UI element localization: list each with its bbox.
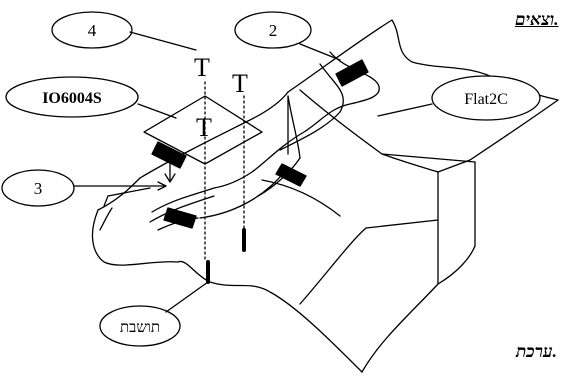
callout-2: 2: [234, 11, 341, 61]
callout-3: 3: [1, 169, 167, 207]
callout-2-label: 2: [269, 21, 278, 40]
callout-4: 4: [51, 11, 197, 51]
callout-flat2c: Flat2C: [377, 75, 541, 121]
callout-flat-label: Flat2C: [464, 91, 508, 108]
callout-base: תושבת: [99, 281, 209, 347]
surface-outline: [91, 19, 559, 373]
callout-3-label: 3: [34, 179, 43, 198]
callout-4-label: 4: [88, 21, 97, 40]
base-pins: [206, 228, 246, 284]
svg-text:T: T: [194, 53, 210, 82]
t-connectors: T T T: [194, 53, 248, 142]
svg-text:T: T: [232, 69, 248, 98]
dotted-guides: [204, 81, 245, 263]
cable-ties: [151, 59, 369, 229]
text-fragment-top: וצאים.: [515, 10, 559, 29]
callout-base-label: תושבת: [120, 320, 160, 336]
callout-io6004s: IO6004S: [5, 76, 177, 119]
callout-io-label: IO6004S: [42, 90, 102, 107]
small-arrow: [164, 159, 176, 183]
text-fragment-bottom: ערכת.: [516, 342, 557, 361]
svg-text:T: T: [196, 113, 212, 142]
